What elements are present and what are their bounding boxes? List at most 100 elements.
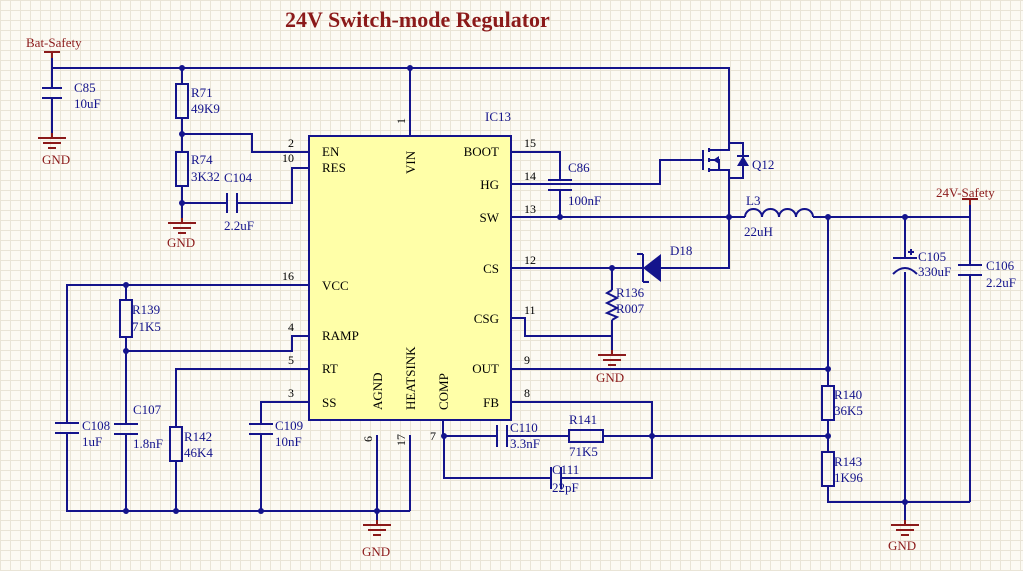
resistor-r136: R136 R007 [604, 285, 645, 321]
pin-cs-label: CS [483, 261, 499, 276]
resistor-r141: R141 71K5 [568, 412, 604, 459]
pin-vcc-num: 16 [282, 269, 294, 283]
svg-text:10uF: 10uF [74, 96, 101, 111]
pin-heatsink-label: HEATSINK [403, 346, 418, 410]
svg-text:10nF: 10nF [275, 434, 302, 449]
svg-text:330uF: 330uF [918, 264, 951, 279]
gnd-r74: GND [167, 218, 196, 250]
svg-text:71K5: 71K5 [569, 444, 598, 459]
svg-text:C109: C109 [275, 418, 303, 433]
svg-text:C85: C85 [74, 80, 96, 95]
svg-text:C110: C110 [510, 420, 538, 435]
mosfet-q12: Q12 [702, 142, 774, 179]
resistor-r140: R140 36K5 [821, 385, 863, 421]
pin-agnd-label: AGND [370, 372, 385, 410]
resistor-r74: R74 3K32 [175, 151, 220, 187]
pin-comp-num: 7 [430, 429, 436, 443]
pin-out-num: 9 [524, 353, 530, 367]
svg-text:2.2uF: 2.2uF [986, 275, 1016, 290]
schematic-title: 24V Switch-mode Regulator [285, 7, 550, 32]
pin-cs-num: 12 [524, 253, 536, 267]
svg-text:R74: R74 [191, 152, 213, 167]
pin-vin-num: 1 [394, 118, 408, 124]
pin-csg-label: CSG [474, 311, 499, 326]
pin-ss-num: 3 [288, 386, 294, 400]
svg-text:GND: GND [596, 370, 624, 385]
svg-text:R007: R007 [616, 301, 645, 316]
ic13-ref: IC13 [485, 109, 511, 124]
junctions [123, 65, 908, 514]
svg-text:GND: GND [362, 544, 390, 559]
pin-en-num: 2 [288, 136, 294, 150]
pin-agnd-num: 6 [361, 436, 375, 442]
svg-text:3K32: 3K32 [191, 169, 220, 184]
pin-ramp-label: RAMP [322, 328, 359, 343]
capacitor-c110: C110 3.3nF [496, 420, 540, 451]
gnd-c85: GND [38, 133, 70, 167]
svg-text:GND: GND [42, 152, 70, 167]
svg-text:1.8nF: 1.8nF [133, 436, 163, 451]
pin-vin-label: VIN [403, 150, 418, 174]
pin-en-label: EN [322, 144, 340, 159]
svg-text:R139: R139 [132, 302, 160, 317]
svg-text:Q12: Q12 [752, 157, 774, 172]
svg-text:C86: C86 [568, 160, 590, 175]
svg-text:R143: R143 [834, 454, 862, 469]
svg-text:C106: C106 [986, 258, 1015, 273]
svg-text:71K5: 71K5 [132, 319, 161, 334]
svg-text:R71: R71 [191, 85, 213, 100]
svg-text:C107: C107 [133, 402, 162, 417]
pin-csg-num: 11 [524, 303, 536, 317]
capacitor-c106: C106 2.2uF [958, 258, 1016, 290]
pin-ss-label: SS [322, 395, 336, 410]
capacitor-c111: C111 22pF [550, 462, 579, 495]
diode-d18: D18 [637, 243, 692, 283]
svg-text:L3: L3 [746, 193, 760, 208]
svg-text:R140: R140 [834, 387, 862, 402]
inductor-l3: L3 22uH [744, 193, 814, 239]
capacitor-c105: C105 330uF [892, 249, 951, 279]
svg-text:D18: D18 [670, 243, 692, 258]
svg-text:49K9: 49K9 [191, 101, 220, 116]
svg-text:3.3nF: 3.3nF [510, 436, 540, 451]
pin-fb-label: FB [483, 395, 499, 410]
pin-boot-label: BOOT [464, 144, 499, 159]
svg-text:1uF: 1uF [82, 434, 102, 449]
svg-text:2.2uF: 2.2uF [224, 218, 254, 233]
svg-text:GND: GND [888, 538, 916, 553]
bat-safety-port: Bat-Safety [26, 35, 82, 58]
svg-text:22pF: 22pF [552, 480, 579, 495]
pin-out-label: OUT [472, 361, 499, 376]
capacitor-c107: C107 1.8nF [114, 402, 163, 451]
capacitor-c108: C108 1uF [55, 418, 110, 449]
capacitor-c86: C86 100nF [548, 160, 601, 208]
svg-text:C104: C104 [224, 170, 253, 185]
gnd-ic: GND [362, 520, 391, 559]
ic13: IC13 EN RES VCC RAMP RT SS BOOT HG SW CS… [282, 109, 536, 446]
svg-text:R136: R136 [616, 285, 645, 300]
pin-vcc-label: VCC [322, 278, 349, 293]
resistor-r143: R143 1K96 [821, 451, 863, 487]
pin-sw-num: 13 [524, 202, 536, 216]
capacitor-c104: C104 2.2uF [224, 170, 254, 233]
gnd-r136: GND [596, 350, 626, 385]
pin-hg-label: HG [480, 177, 499, 192]
resistor-r71: R71 49K9 [175, 83, 220, 119]
pin-heatsink-num: 17 [394, 434, 408, 446]
svg-text:C105: C105 [918, 249, 946, 264]
svg-text:Bat-Safety: Bat-Safety [26, 35, 82, 50]
pin-rt-num: 5 [288, 353, 294, 367]
svg-text:C111: C111 [552, 462, 579, 477]
svg-text:R142: R142 [184, 429, 212, 444]
capacitor-c85: C85 10uF [42, 80, 101, 111]
capacitor-c109: C109 10nF [249, 418, 303, 449]
svg-text:22uH: 22uH [744, 224, 773, 239]
svg-text:100nF: 100nF [568, 193, 601, 208]
pin-hg-num: 14 [524, 169, 536, 183]
pin-sw-label: SW [480, 210, 500, 225]
pin-rt-label: RT [322, 361, 338, 376]
gnd-output: GND [888, 520, 919, 553]
pin-fb-num: 8 [524, 386, 530, 400]
svg-text:36K5: 36K5 [834, 403, 863, 418]
